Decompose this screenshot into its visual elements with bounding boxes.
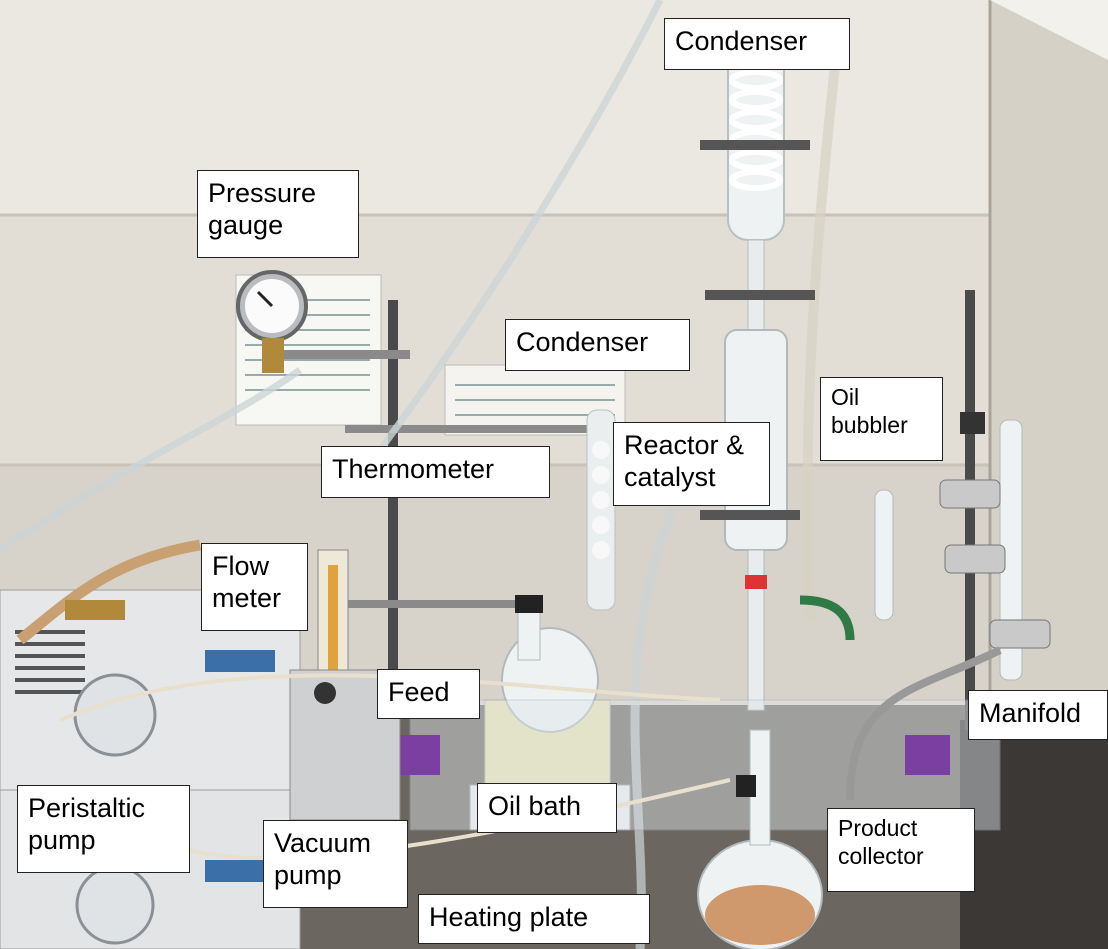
- label-peristaltic-pump: Peristaltic pump: [17, 785, 190, 873]
- oil-bubbler-glass: [874, 489, 894, 621]
- pump-head-top: [73, 673, 157, 757]
- pump-head-bottom: [75, 865, 155, 945]
- label-reactor-catalyst: Reactor & catalyst: [613, 422, 770, 506]
- label-pressure-gauge: Pressure gauge: [197, 170, 359, 258]
- label-feed: Feed: [377, 669, 480, 719]
- mid-condenser: [586, 409, 616, 611]
- label-condenser-mid: Condenser: [505, 319, 690, 371]
- label-product-collector: Product collector: [827, 808, 975, 892]
- ring-stand-left: [388, 300, 398, 720]
- manifold-body: [939, 412, 1051, 681]
- label-manifold: Manifold: [968, 690, 1108, 740]
- label-oil-bubbler: Oil bubbler: [820, 377, 943, 461]
- label-condenser-top: Condenser: [664, 18, 850, 70]
- label-vacuum-pump: Vacuum pump: [263, 820, 408, 908]
- label-oil-bath: Oil bath: [477, 783, 617, 833]
- label-thermometer: Thermometer: [321, 446, 550, 498]
- oil-bath: [484, 699, 611, 786]
- label-flow-meter: Flow meter: [201, 543, 308, 631]
- label-heating-plate: Heating plate: [418, 894, 650, 944]
- ring-stand-right: [965, 290, 975, 730]
- wall-panel-top: [0, 0, 1108, 215]
